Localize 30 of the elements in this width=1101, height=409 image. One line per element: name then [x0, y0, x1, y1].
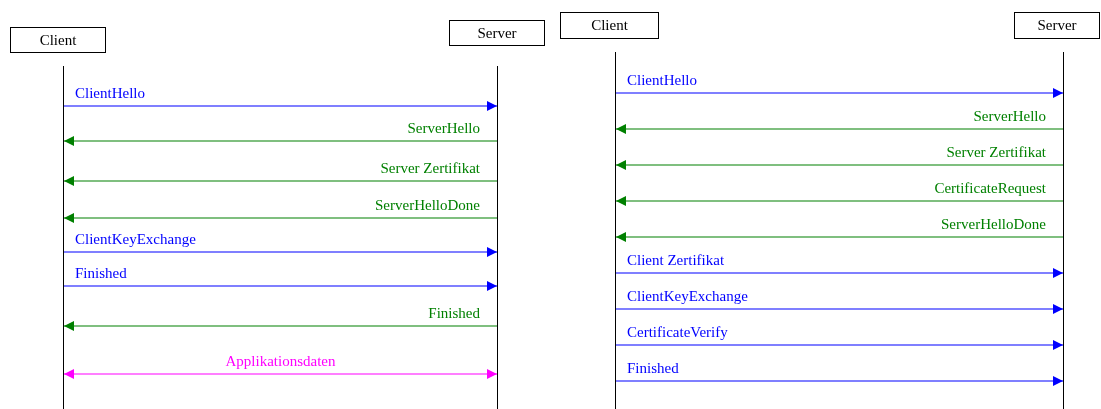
participant-box: Client	[10, 27, 106, 53]
message-arrow	[63, 136, 498, 146]
message-label: ClientKeyExchange	[626, 288, 749, 305]
message-label: Applikationsdaten	[224, 353, 337, 370]
message-arrow	[615, 196, 1064, 206]
message-arrow	[63, 213, 498, 223]
lifeline	[63, 66, 64, 409]
message-arrow	[615, 268, 1064, 278]
message-arrow	[63, 101, 498, 111]
message-label: ClientKeyExchange	[74, 231, 197, 248]
message-arrow	[615, 232, 1064, 242]
message-arrow	[63, 247, 498, 257]
message-arrow	[615, 376, 1064, 386]
participant-box: Client	[560, 12, 659, 39]
message-arrow	[63, 176, 498, 186]
message-label: CertificateVerify	[626, 324, 729, 341]
participant-box: Server	[449, 20, 545, 46]
lifeline	[1063, 52, 1064, 409]
message-arrow	[63, 369, 498, 379]
message-label: CertificateRequest	[933, 180, 1047, 197]
message-arrow	[63, 321, 498, 331]
message-arrow	[615, 340, 1064, 350]
message-arrow	[615, 124, 1064, 134]
lifeline	[497, 66, 498, 409]
message-arrow	[615, 304, 1064, 314]
participant-box: Server	[1014, 12, 1100, 39]
message-arrow	[63, 281, 498, 291]
lifeline	[615, 52, 616, 409]
message-arrow	[615, 160, 1064, 170]
message-arrow	[615, 88, 1064, 98]
